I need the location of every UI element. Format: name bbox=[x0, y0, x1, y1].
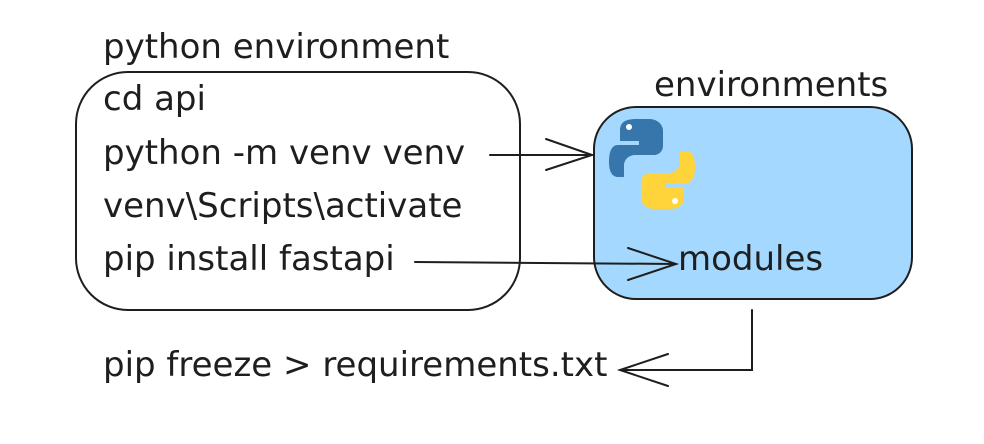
arrow-environments-to-freeze bbox=[616, 309, 753, 387]
step-activate-venv: venv\Scripts\activate bbox=[103, 186, 463, 226]
arrow-install-to-modules bbox=[414, 247, 680, 281]
python-environment-box bbox=[75, 71, 521, 311]
environments-title: environments bbox=[654, 65, 889, 105]
step-create-venv: python -m venv venv bbox=[103, 133, 466, 173]
step-pip-install: pip install fastapi bbox=[103, 239, 395, 279]
step-cd-api: cd api bbox=[103, 79, 206, 119]
python-environment-title: python environment bbox=[103, 27, 450, 67]
environments-box bbox=[593, 106, 913, 300]
modules-label: modules bbox=[678, 239, 824, 279]
python-logo-icon bbox=[609, 119, 695, 209]
pip-freeze-command: pip freeze > requirements.txt bbox=[103, 345, 608, 385]
arrow-venv-to-python bbox=[489, 138, 596, 171]
